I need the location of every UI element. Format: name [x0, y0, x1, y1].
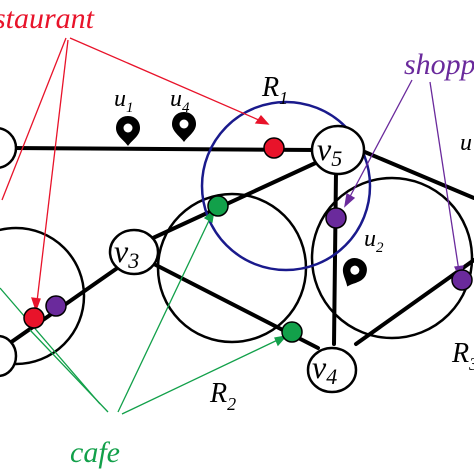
edge-v3-to-v5 — [138, 158, 324, 246]
region-r2-base: R — [209, 378, 227, 409]
node-v3 — [108, 228, 160, 276]
cafe-arrow-1 — [117, 209, 215, 413]
region-r2-label: R2 — [209, 378, 236, 414]
shopping-dot-r3 — [325, 207, 347, 229]
category-arrows — [0, 37, 464, 415]
vertex-v5-base: v — [317, 131, 332, 167]
vertex-v5-label: v5 — [317, 131, 342, 171]
region-circles — [0, 100, 474, 366]
cafe-label: cafe — [70, 436, 120, 469]
poi-dots — [23, 137, 473, 343]
shopping-arrow-2 — [429, 81, 461, 279]
shopping-arrow-1 — [344, 79, 413, 207]
shopping-label: shopp — [404, 48, 474, 81]
restaurant-dot-left — [23, 307, 45, 329]
region-r3-label: R3 — [451, 338, 474, 374]
shopping-arrowhead-1 — [344, 192, 356, 208]
user-pin-u2-icon — [342, 258, 367, 287]
shopping-dot-left — [45, 295, 67, 317]
user-pins — [116, 112, 367, 287]
region-r3-base: R — [451, 338, 469, 369]
user-u2-sub: 2 — [376, 240, 384, 256]
vertex-v4-sub: 4 — [326, 364, 337, 389]
vertex-v3-base: v — [114, 233, 129, 269]
vertex-v4-label: v4 — [312, 349, 337, 389]
restaurant-arrowhead-1 — [254, 114, 270, 125]
shopping-dot-right — [451, 269, 473, 291]
region-r1-sub: 1 — [279, 88, 288, 108]
region-r1-label: R1 — [261, 72, 288, 108]
vertex-v5-sub: 5 — [331, 146, 342, 171]
region-r2-circle — [156, 192, 308, 344]
cafe-arrowhead-2 — [274, 335, 288, 347]
user-u2-base: u — [364, 226, 376, 252]
restaurant-arrowhead-2 — [31, 297, 41, 312]
user-u3-label: u — [460, 130, 472, 156]
user-u4-label: u4 — [170, 86, 190, 116]
user-u2-label: u2 — [364, 226, 384, 256]
restaurant-label: staurant — [0, 2, 95, 35]
node-v4 — [306, 346, 358, 394]
region-r3-circle — [310, 176, 474, 340]
restaurant-arrow-1 — [69, 37, 269, 125]
user-u1-base: u — [114, 86, 126, 112]
cafe-dot-r2-top — [207, 195, 229, 217]
user-u1-sub: 1 — [126, 100, 134, 116]
vertex-v4-base: v — [312, 349, 327, 385]
region-r3-sub: 3 — [468, 354, 474, 374]
cafe-dot-r2-bottom — [281, 321, 303, 343]
restaurant-dot-r1 — [263, 137, 285, 159]
user-u1-label: u1 — [114, 86, 134, 116]
edge-v5-right — [358, 148, 474, 200]
vertex-v3-label: v3 — [114, 233, 139, 273]
vertex-v3-sub: 3 — [127, 248, 139, 273]
restaurant-arrow-2 — [35, 39, 69, 311]
vertex-nodes — [0, 124, 366, 394]
user-u4-base: u — [170, 86, 182, 112]
node-left-bottom — [0, 334, 18, 378]
region-r1-base: R — [261, 72, 279, 103]
user-pin-u1-icon — [116, 116, 140, 146]
region-r2-sub: 2 — [227, 394, 236, 414]
node-left-top — [0, 127, 18, 169]
restaurant-arrow-3 — [1, 37, 67, 201]
region-r1-circle — [200, 100, 372, 272]
region-left-circle — [0, 226, 86, 366]
user-u4-sub: 4 — [182, 100, 190, 116]
cafe-arrow-4 — [0, 287, 101, 405]
cafe-arrow-2 — [121, 335, 287, 415]
user-pin-u4-icon — [172, 112, 196, 142]
edge-v5-to-v4 — [332, 170, 338, 346]
node-v5 — [310, 124, 366, 176]
